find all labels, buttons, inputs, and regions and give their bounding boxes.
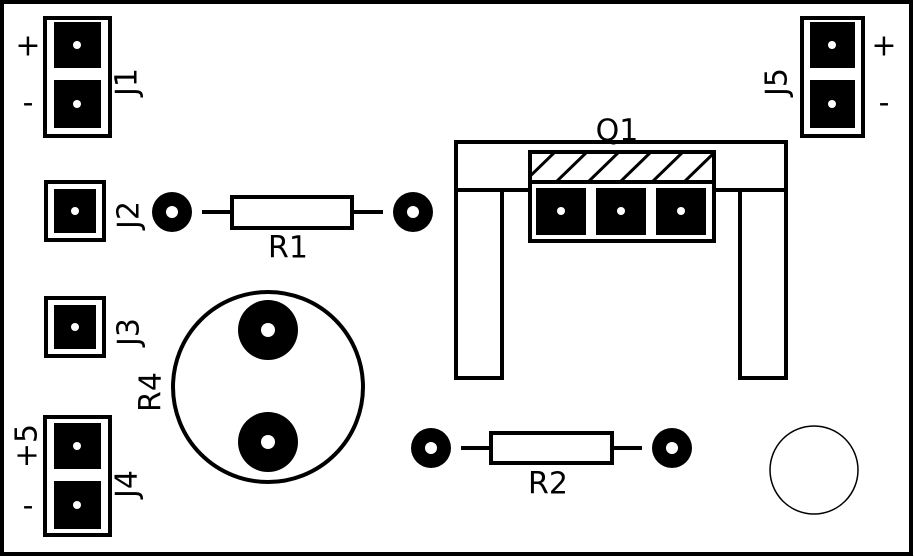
r2-label: R2	[528, 467, 568, 502]
j5-plus-label: +	[871, 29, 896, 64]
resistor-r1: R1	[152, 192, 433, 266]
q1-label: Q1	[596, 114, 639, 149]
connector-j1: + - J1	[15, 16, 145, 138]
transistor-q1: Q1	[454, 114, 788, 380]
r4-outline	[171, 290, 365, 484]
q1-heatsink-leg-right	[738, 188, 788, 380]
j1-plus-label: +	[15, 29, 40, 64]
j1-label: J1	[110, 68, 145, 98]
connector-j4: +5 - J4	[10, 415, 145, 537]
connector-j2: J2	[44, 180, 147, 242]
r4-label: R4	[134, 372, 169, 412]
j2-label: J2	[112, 201, 147, 231]
j1-minus-label: -	[23, 86, 34, 121]
j4-label: J4	[110, 470, 145, 500]
j5-label: J5	[760, 68, 795, 98]
r1-label: R1	[268, 231, 308, 266]
j3-label: J3	[112, 318, 147, 348]
j5-minus-label: -	[879, 86, 890, 121]
mounting-hole	[769, 425, 859, 515]
j4-plus-label: +5	[10, 424, 45, 468]
r1-body	[230, 195, 354, 230]
q1-heatsink-leg-left	[454, 188, 504, 380]
connector-j3: J3	[44, 296, 147, 358]
j4-minus-label: -	[23, 489, 34, 524]
connector-j5: + - J5	[760, 16, 897, 138]
potentiometer-r4: R4	[134, 290, 365, 484]
r2-body	[489, 431, 614, 465]
resistor-r2: R2	[411, 428, 692, 502]
